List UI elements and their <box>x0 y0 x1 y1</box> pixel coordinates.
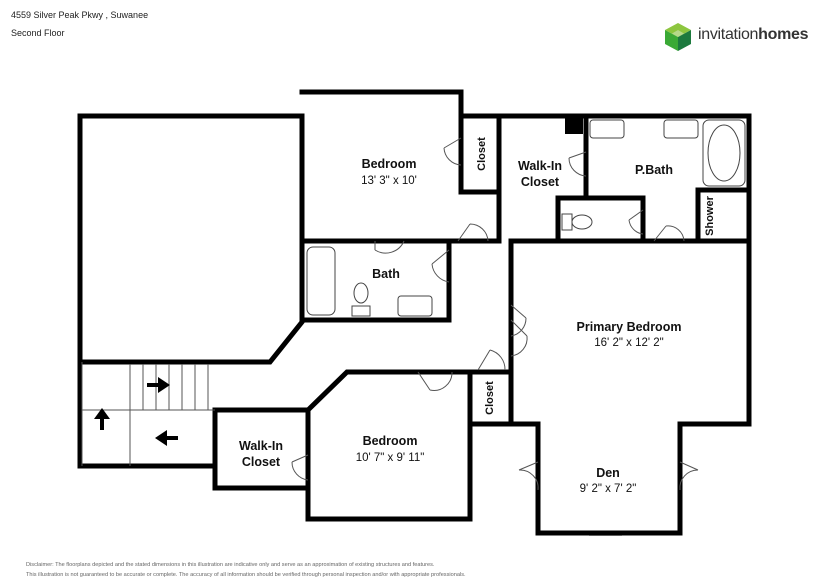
logo-text: invitationhomes <box>698 26 809 44</box>
room-label-walkin-1-line2: Closet <box>521 175 560 189</box>
bathtub-icon <box>306 246 336 316</box>
room-label-den: Den <box>596 466 620 480</box>
vent-block <box>565 118 583 134</box>
doors <box>291 137 699 491</box>
room-label-bath: Bath <box>372 267 400 281</box>
sink-icon <box>397 295 433 317</box>
room-label-walkin-1-line1: Walk-In <box>518 159 562 173</box>
room-dims-den: 9' 2" x 7' 2" <box>580 483 637 495</box>
arrow-up-icon <box>94 408 110 430</box>
toilet-icon <box>353 282 369 304</box>
stair-arrows <box>94 377 178 446</box>
room-dims-primary-bedroom: 16' 2" x 12' 2" <box>594 337 663 349</box>
address-label: 4559 Silver Peak Pkwy , Suwanee <box>11 10 149 20</box>
toilet-icon <box>571 214 593 230</box>
arrow-right-icon <box>147 377 170 393</box>
invitation-homes-logo: invitationhomes <box>664 22 824 52</box>
floor-label: Second Floor <box>11 28 65 38</box>
tub-icon <box>702 119 746 187</box>
room-label-shower: Shower <box>704 195 716 235</box>
room-dims-bedroom-1: 13' 3" x 10' <box>361 175 417 187</box>
room-label-walkin-2-line2: Closet <box>242 455 281 469</box>
sink-icon <box>589 119 625 139</box>
disclaimer-line-2: This illustration is not guaranteed to b… <box>26 572 466 578</box>
room-dims-bedroom-2: 10' 7" x 9' 11" <box>356 452 425 464</box>
room-label-closet-1: Closet <box>476 137 488 171</box>
logo-cube-icon <box>665 23 691 51</box>
sink-icon <box>663 119 699 139</box>
room-label-primary-bedroom: Primary Bedroom <box>577 320 682 334</box>
logo-text-light: invitation <box>698 26 759 43</box>
walls <box>77 89 752 536</box>
disclaimer-line-1: Disclaimer: The floorplans depicted and … <box>26 562 435 568</box>
room-label-bedroom-1: Bedroom <box>362 157 417 171</box>
room-label-bedroom-2: Bedroom <box>363 434 418 448</box>
arrow-left-icon <box>155 430 178 446</box>
stairs <box>81 362 215 466</box>
room-label-walkin-2-line1: Walk-In <box>239 439 283 453</box>
logo-text-bold: homes <box>758 26 809 43</box>
fixtures <box>306 119 746 317</box>
room-label-pbath: P.Bath <box>635 163 673 177</box>
room-label-closet-2: Closet <box>484 381 496 415</box>
